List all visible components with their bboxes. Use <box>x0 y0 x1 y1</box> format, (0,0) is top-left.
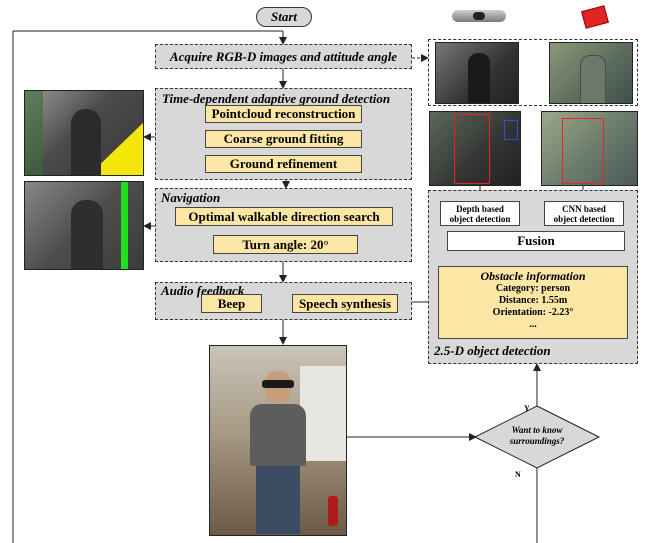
obstacle-orientation: Orientation: -2.23° <box>492 307 574 318</box>
acquired-rgb-image <box>549 42 633 104</box>
user-legs <box>256 466 300 534</box>
cnn-detection-bbox <box>562 118 604 184</box>
acquire-box: Acquire RGB-D images and attitude angle <box>155 44 412 69</box>
office-window <box>300 366 346 461</box>
pointcloud-reconstruction-box: Pointcloud reconstruction <box>205 105 362 123</box>
acquired-depth-person <box>468 53 490 103</box>
depth-detection-bbox-2 <box>504 120 518 140</box>
obstacle-category: Category: person <box>495 283 571 294</box>
obstacle-info-title: Obstacle information <box>480 269 586 283</box>
speech-synthesis-box: Speech synthesis <box>292 294 398 313</box>
acquire-label: Acquire RGB-D images and attitude angle <box>169 49 398 64</box>
cnn-detection-result-image <box>541 111 638 186</box>
acquired-rgb-person <box>580 55 606 103</box>
turn-angle-box: Turn angle: 20° <box>213 235 358 254</box>
decision-diamond <box>473 405 601 469</box>
ground-detection-title: Time-dependent adaptive ground detection <box>162 91 391 106</box>
decision-no-label: N <box>515 470 521 479</box>
acquired-images-group <box>428 39 638 106</box>
navigation-depth-image <box>24 181 144 270</box>
start-label: Start <box>270 9 297 24</box>
acquired-depth-image <box>435 42 519 104</box>
smart-glasses <box>262 380 294 388</box>
person-silhouette <box>71 109 101 175</box>
fusion-box: Fusion <box>447 231 625 251</box>
depth-detection-line2: object detection <box>449 214 511 224</box>
left-green-edge <box>25 91 43 175</box>
depth-detection-line1: Depth based <box>456 204 504 214</box>
cnn-detection-box: CNN based object detection <box>544 201 624 226</box>
decision-label: Want to know surroundings? <box>481 425 593 447</box>
depth-detection-bbox <box>454 114 490 184</box>
camera-lens <box>473 12 485 20</box>
ground-depth-image <box>24 90 144 176</box>
start-terminal: Start <box>256 7 312 27</box>
decision-yes-label: Y <box>524 404 530 413</box>
ground-refinement-box: Ground refinement <box>205 155 362 173</box>
person-silhouette-2 <box>71 200 103 269</box>
user-photo <box>209 345 347 536</box>
decision-line1: Want to know <box>511 425 563 435</box>
navigation-title: Navigation <box>161 190 221 205</box>
walkable-direction-search-box: Optimal walkable direction search <box>175 207 393 226</box>
walkable-direction-bar <box>121 182 128 269</box>
beep-box: Beep <box>201 294 262 313</box>
depth-detection-box: Depth based object detection <box>440 201 520 226</box>
cnn-detection-line2: object detection <box>553 214 615 224</box>
rgbd-camera-icon <box>452 10 506 22</box>
object-detection-title: 2.5-D object detection <box>434 343 551 358</box>
obstacle-info-box: Obstacle information Category: person Di… <box>438 266 628 339</box>
coarse-ground-fitting-box: Coarse ground fitting <box>205 130 362 148</box>
cnn-detection-line1: CNN based <box>562 204 606 214</box>
decision-line2: surroundings? <box>509 436 565 446</box>
fire-extinguisher <box>328 496 338 526</box>
obstacle-distance: Distance: 1.55m <box>498 295 568 306</box>
user-body <box>250 404 306 466</box>
depth-detection-result-image <box>429 111 521 186</box>
obstacle-more: ... <box>529 319 537 330</box>
